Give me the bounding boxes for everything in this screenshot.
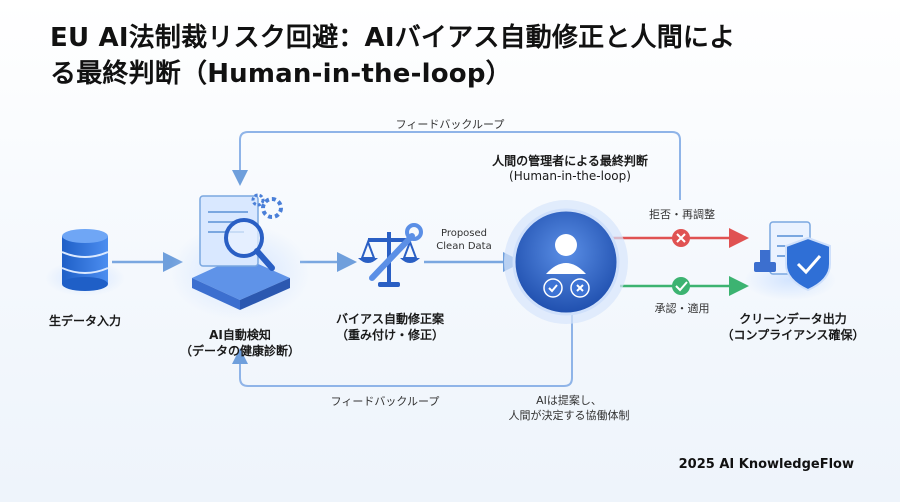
title-line-1: EU AI法制裁リスク回避：AIバイアス自動修正と人間によ <box>50 23 736 53</box>
feedback-loop-bottom-label: フィードバックループ <box>330 395 440 408</box>
note-line-1: AIは提案し、 <box>536 394 602 407</box>
clean-label-1: クリーンデータ出力 <box>739 312 847 326</box>
footer-brand: 2025 AI KnowledgeFlow <box>678 457 854 472</box>
proposed-label-2: Clean Data <box>436 241 492 252</box>
detect-label-2: （データの健康診断） <box>179 344 300 358</box>
proposed-label-1: Proposed <box>440 228 488 239</box>
scale-wrench-icon <box>358 223 423 287</box>
clean-label-2: （コンプライアンス確保） <box>721 328 865 342</box>
note-line-2: 人間が決定する協働体制 <box>508 409 630 422</box>
feedback-loop-bottom-arrow <box>232 312 573 387</box>
page-title: EU AI法制裁リスク回避：AIバイアス自動修正と人間によ る最終判断（Huma… <box>50 20 850 92</box>
human-label-2: (Human-in-the-loop) <box>509 169 631 183</box>
feedback-loop-top-arrow <box>232 131 681 200</box>
clean-data-shield-icon <box>744 221 836 300</box>
feedback-loop-top-label: フィードバックループ <box>395 118 505 131</box>
human-label-1: 人間の管理者による最終判断 <box>492 154 648 168</box>
fix-label-2: （重み付け・修正） <box>335 328 444 342</box>
magnifier-scanner-icon <box>170 193 310 320</box>
raw-data-label: 生データ入力 <box>48 314 121 328</box>
approve-label: 承認・適用 <box>654 302 710 315</box>
approve-check-icon <box>672 277 690 295</box>
detect-label-1: AI自動検知 <box>209 328 271 342</box>
fix-label-1: バイアス自動修正案 <box>335 312 444 326</box>
title-line-2: る最終判断（Human-in-the-loop） <box>50 59 512 89</box>
reject-label: 拒否・再調整 <box>649 208 715 221</box>
reject-x-icon <box>672 229 690 247</box>
human-admin-icon <box>504 200 628 324</box>
database-icon <box>45 229 125 296</box>
